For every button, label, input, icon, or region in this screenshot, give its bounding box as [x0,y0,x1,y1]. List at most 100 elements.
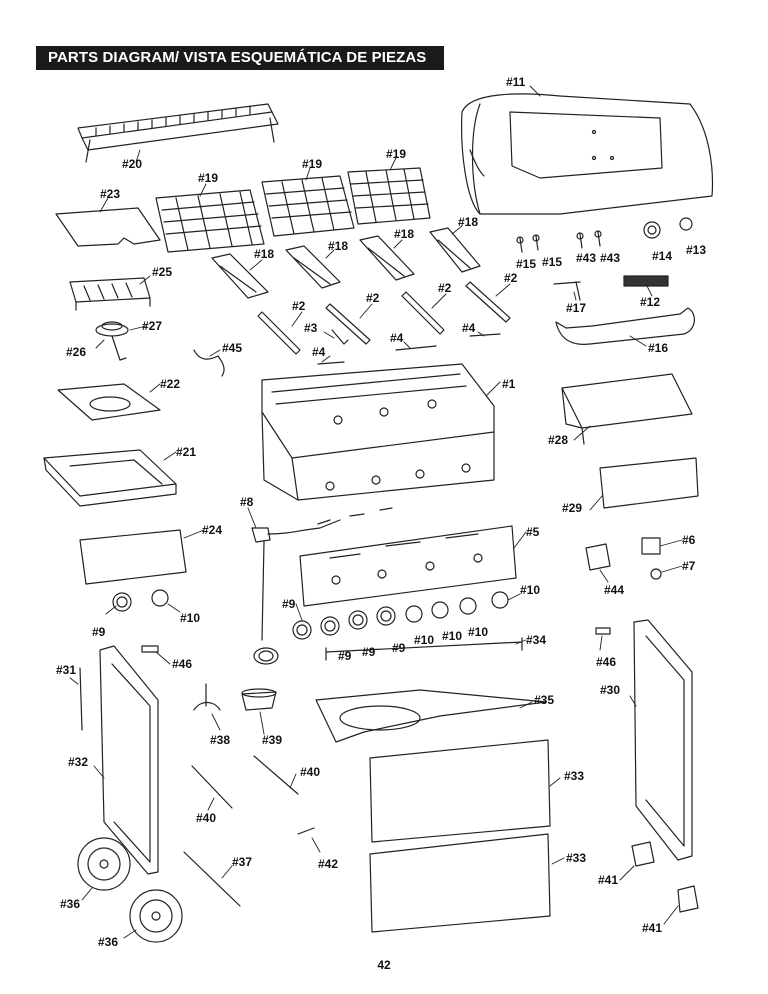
callout-24: #24 [202,523,222,537]
callout-41-lower: #41 [642,921,662,935]
callout-2-a: #2 [292,299,306,313]
rod-40-right-part [253,755,299,795]
callout-26: #26 [66,345,86,359]
callout-27: #27 [142,319,162,333]
callout-32: #32 [68,755,88,769]
igniter-button-part [650,568,662,580]
grease-cup-rim-part [241,688,277,698]
callout-9-left: #9 [92,625,106,639]
callout-41-upper: #41 [598,873,618,887]
callout-43-b: #43 [600,251,620,265]
cooking-grate-right-part [347,167,431,225]
igniter-module-part [641,537,661,555]
callout-12: #12 [640,295,660,309]
callout-45: #45 [222,341,242,355]
callout-3: #3 [304,321,318,335]
callout-43-a: #43 [576,251,596,265]
clip-parts [141,645,159,653]
callout-19-left: #19 [198,171,218,185]
callout-18-c: #18 [394,227,414,241]
callout-18-b: #18 [328,239,348,253]
callout-5: #5 [526,525,540,539]
callout-18-a: #18 [254,247,274,261]
callout-4-a: #4 [312,345,326,359]
side-shelf-part [561,373,693,445]
right-cart-frame-part [633,619,693,861]
callout-33-upper: #33 [564,769,584,783]
lid-part [461,93,714,215]
callout-13: #13 [686,243,706,257]
callout-19-center: #19 [302,157,322,171]
callout-14: #14 [652,249,672,263]
callout-10-d: #10 [468,625,488,639]
callout-39: #39 [262,733,282,747]
callout-10-c: #10 [442,629,462,643]
side-shelf-front-part [599,457,699,509]
callout-4-b: #4 [390,331,404,345]
left-cart-frame-part [99,645,159,875]
clip-right-part [595,627,611,635]
heat-tent-parts [211,227,481,299]
lid-handle-part [555,307,695,345]
callout-28: #28 [548,433,568,447]
crossover-part [331,329,349,345]
side-burner-pan-part [57,383,161,421]
wheel-parts [77,837,183,943]
page-title: PARTS DIAGRAM/ VISTA ESQUEMÁTICA DE PIEZ… [36,46,444,70]
callout-36-upper: #36 [60,897,80,911]
callout-46-right: #46 [596,655,616,669]
bracket-parts [317,333,501,365]
callout-9-b: #9 [338,649,352,663]
callout-2-d: #2 [504,271,518,285]
handle-bolt-part [553,281,581,301]
callout-25: #25 [152,265,172,279]
callout-17: #17 [566,301,586,315]
callout-2-b: #2 [366,291,380,305]
callout-30: #30 [600,683,620,697]
callout-44: #44 [604,583,624,597]
callout-34: #34 [526,633,546,647]
rear-brace-part [325,637,523,661]
callout-1: #1 [502,377,516,391]
callout-6: #6 [682,533,696,547]
control-knob-parts [112,589,509,640]
cooking-grate-center-part [261,175,355,237]
callout-35: #35 [534,693,554,707]
callout-15-b: #15 [542,255,562,269]
bolt-42-part [297,827,315,835]
callout-18-d: #18 [458,215,478,229]
nameplate-part [623,275,669,287]
callout-33-lower: #33 [566,851,586,865]
callout-19-right: #19 [386,147,406,161]
callout-23: #23 [100,187,120,201]
callout-16: #16 [648,341,668,355]
main-burner-parts [257,281,511,355]
side-burner-panel-part [79,529,187,585]
bracket-44-part [585,543,611,571]
page-number: 42 [377,958,391,972]
callout-4-c: #4 [462,321,476,335]
callout-9-d: #9 [392,641,406,655]
callout-10-b: #10 [414,633,434,647]
tank-hook-part [193,683,221,711]
gas-hose-part [251,507,393,665]
callout-9-c: #9 [362,645,376,659]
callout-29: #29 [562,501,582,515]
foot-41-upper-part [631,841,655,867]
grease-cup-part [241,691,277,711]
callout-11: #11 [506,75,526,89]
firebox-part [261,363,495,501]
control-panel-part [299,525,517,607]
callout-labels: #11 #20 #19 #19 #19 #23 #18 #18 #18 #18 … [56,75,706,949]
foot-41-lower-part [677,885,699,913]
igniter-wire-part [193,349,225,377]
side-burner-part [95,321,129,361]
callout-10-e: #10 [520,583,540,597]
tank-hole-part [339,705,421,731]
callout-22: #22 [160,377,180,391]
side-burner-cover-part [55,207,161,247]
callout-40-left: #40 [196,811,216,825]
callout-15-a: #15 [516,257,536,271]
rod-31-part [79,667,83,731]
